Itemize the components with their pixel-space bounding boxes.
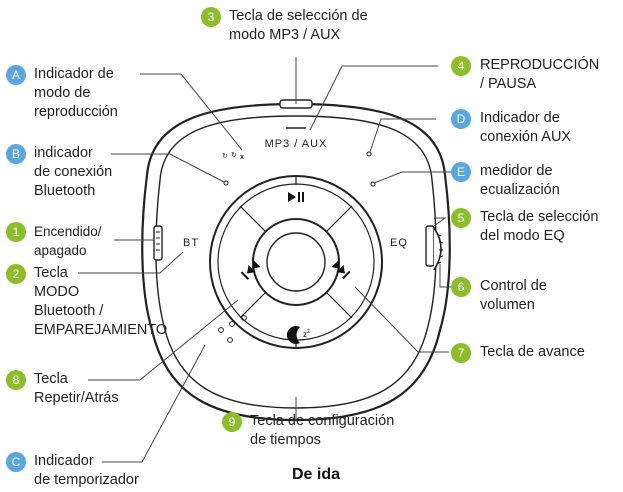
badge-9: 9 — [222, 412, 242, 432]
badge-C: C — [6, 452, 26, 472]
svg-text:x: x — [240, 154, 244, 161]
play-pause-icon[interactable] — [288, 192, 304, 202]
badge-4: 4 — [451, 56, 471, 76]
bt-label: BT — [183, 237, 200, 249]
callout-repeat-back-key: Tecla Repetir/Atrás — [34, 371, 119, 406]
volume-wheel[interactable] — [433, 227, 442, 271]
center-button-inner — [266, 232, 326, 292]
badge-A: A — [6, 65, 26, 85]
callout-next-key: Tecla de avance — [480, 344, 585, 360]
center-button[interactable] — [252, 218, 340, 306]
badge-6: 6 — [451, 277, 471, 297]
badge-B: B — [6, 144, 26, 164]
svg-text:↻: ↻ — [231, 152, 237, 159]
callout-timer-indicator: Indicador de temporizador — [34, 453, 139, 488]
power-switch[interactable] — [153, 225, 163, 261]
callout-volume: Control de volumen — [480, 278, 547, 313]
callout-play-pause: REPRODUCCIÓN / PAUSA — [480, 57, 600, 92]
eq-indicator-dot — [370, 181, 376, 187]
eq-label: EQ — [390, 237, 408, 249]
svg-text:z: z — [307, 329, 310, 335]
badge-1: 1 — [6, 222, 26, 242]
svg-text:↻: ↻ — [222, 153, 228, 160]
figure-caption: De ida — [291, 466, 340, 483]
callout-bt-mode-key: Tecla MODO Bluetooth / EMPAREJAMIENTO — [34, 265, 168, 338]
badge-E: E — [451, 162, 471, 182]
badge-2: 2 — [6, 264, 26, 284]
sleep-timer-icon[interactable]: z z — [286, 326, 310, 344]
aux-indicator-dot — [366, 151, 372, 157]
callout-timer-key: Tecla de configuración de tiempos — [250, 413, 395, 448]
callout-bluetooth-indicator: indicador de conexión Bluetooth — [34, 145, 113, 199]
badge-8: 8 — [6, 370, 26, 390]
callout-aux-indicator: Indicador de conexión AUX — [480, 110, 572, 145]
repeat-mode-icons: ↻↻x — [222, 152, 244, 161]
callout-power: Encendido/ apagado — [34, 224, 102, 258]
timer-indicator-dots — [218, 315, 247, 343]
callout-eq-key: Tecla de selección del modo EQ — [480, 209, 599, 244]
callout-play-mode-indicator: Indicador de modo de reproducción — [34, 66, 118, 120]
eq-key-slot[interactable] — [425, 225, 435, 267]
leader-lines — [78, 57, 452, 463]
previous-icon[interactable] — [240, 260, 261, 280]
badge-5: 5 — [451, 208, 471, 228]
mp3-aux-label: MP3 / AUX — [264, 138, 328, 150]
badge-7: 7 — [451, 343, 471, 363]
badge-3: 3 — [201, 7, 221, 27]
badge-D: D — [451, 109, 471, 129]
next-icon[interactable] — [331, 260, 351, 280]
svg-text:z: z — [303, 330, 307, 339]
callout-mode-key: Tecla de selección de modo MP3 / AUX — [229, 8, 368, 43]
bluetooth-indicator-dot — [223, 180, 229, 186]
callout-eq-meter: medidor de ecualización — [480, 163, 560, 198]
